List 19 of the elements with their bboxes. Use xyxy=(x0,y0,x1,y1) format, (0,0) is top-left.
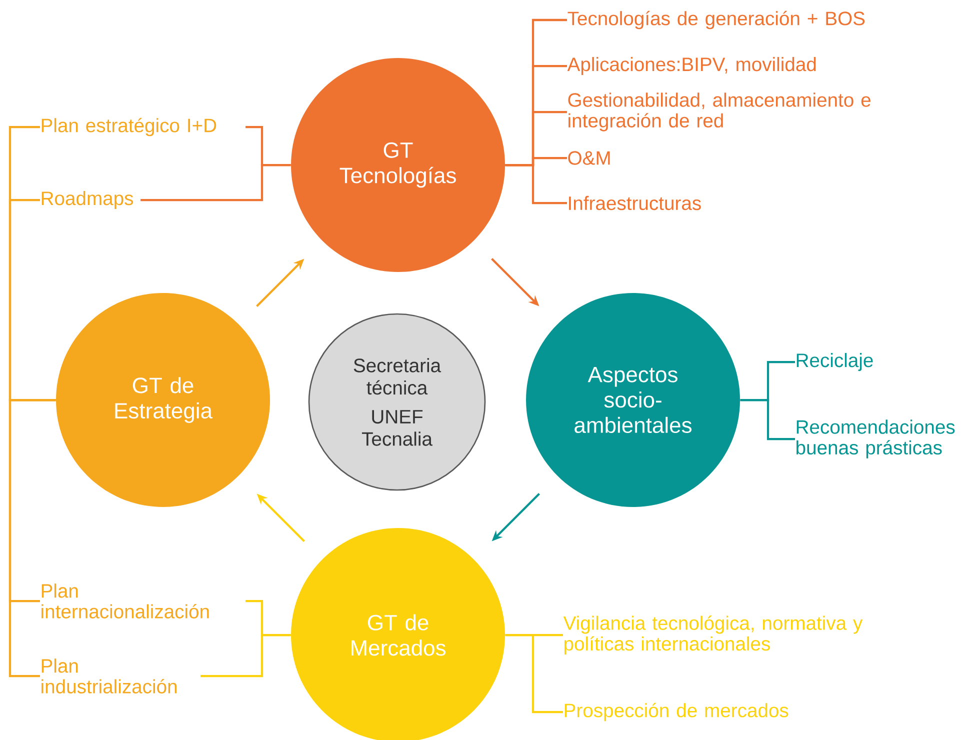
item-text: Tecnologías de generación + BOS xyxy=(568,10,865,30)
item-text: Prospección de mercados xyxy=(564,702,788,722)
bracket-line xyxy=(140,164,291,202)
item-text: Plan internacionalización xyxy=(42,584,209,618)
bracket-line xyxy=(200,634,291,678)
item-text: O&M xyxy=(568,151,610,165)
bracket-line xyxy=(740,398,795,440)
bracket-line xyxy=(505,634,563,714)
bracket-line xyxy=(505,164,567,204)
item-text: Vigilancia tecnológica, normativa y políticas internacionales xyxy=(563,616,863,654)
item-text: Plan estratégico I+D xyxy=(42,118,216,136)
item-text: Recomendaciones buenas prásticas xyxy=(796,420,955,458)
item-text: Gestionabilidad, almacenamiento e integración de red xyxy=(568,92,870,132)
item-text: Roadmaps xyxy=(42,191,134,210)
item-text: Plan industrialización xyxy=(42,658,177,694)
item-text: Reciclaje xyxy=(796,353,873,372)
item-text: Infraestructuras xyxy=(569,196,701,210)
item-text: Aplicaciones:BIPV, movilidad xyxy=(567,57,816,76)
bracket-line xyxy=(8,398,56,678)
